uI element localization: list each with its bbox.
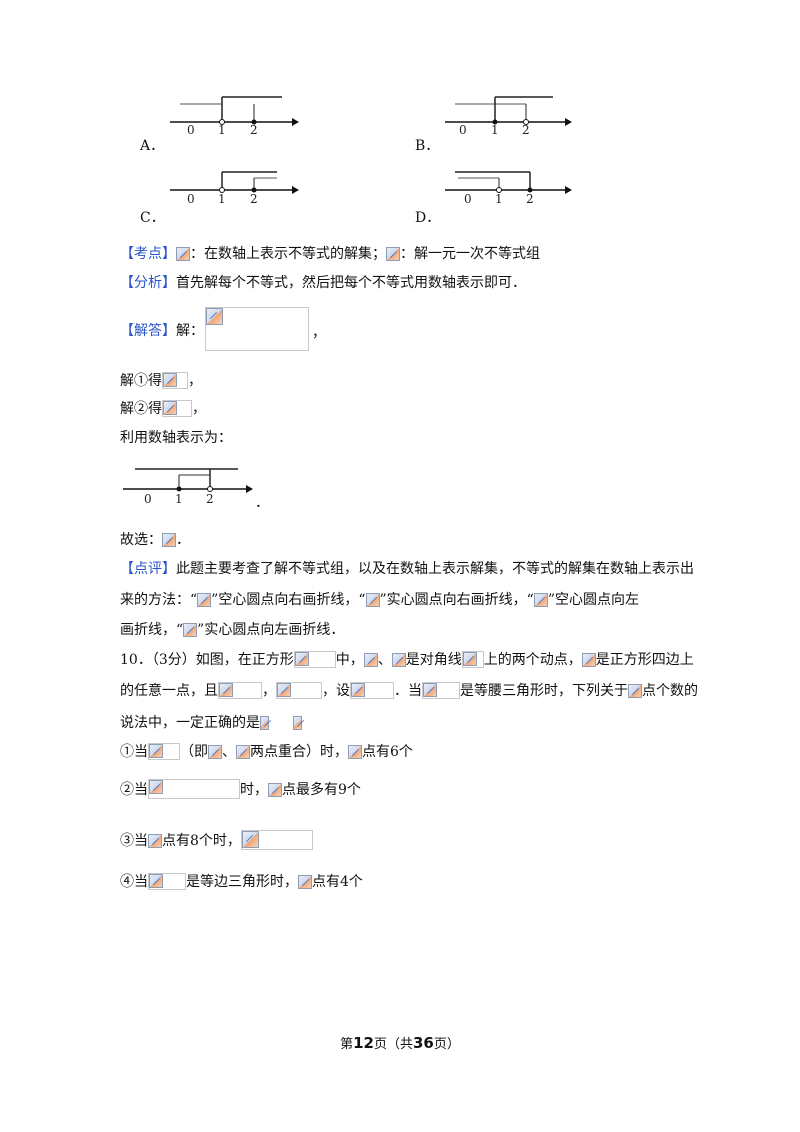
fenxi-line: 【分析】首先解每个不等式，然后把每个不等式用数轴表示即可． bbox=[120, 275, 526, 291]
option-c-label[interactable]: C． bbox=[140, 210, 165, 226]
q10-line-3: 说法中，一定正确的是 bbox=[120, 712, 302, 734]
tick-label: 0 bbox=[459, 123, 467, 135]
option-c-number-line: 0 1 2 bbox=[170, 171, 299, 206]
image-placeholder-icon bbox=[260, 716, 269, 730]
kaodian-line: 【考点】：在数轴上表示不等式的解集；：解一元一次不等式组 bbox=[120, 246, 540, 262]
formula-image bbox=[461, 651, 484, 668]
image-placeholder-icon bbox=[148, 834, 162, 848]
q10-line-1: 10．（3分）如图，在正方形中，、是对角线上的两个动点，是正方形四边上 bbox=[120, 651, 694, 668]
image-placeholder-icon bbox=[386, 247, 400, 261]
image-placeholder-icon bbox=[162, 533, 176, 547]
formula-image bbox=[162, 400, 192, 417]
tick-label: 2 bbox=[206, 492, 214, 506]
image-placeholder-icon bbox=[163, 401, 177, 415]
numberline-period: ． bbox=[255, 495, 269, 511]
image-placeholder-icon bbox=[391, 653, 406, 667]
inequality-system-image bbox=[205, 307, 309, 351]
formula-image bbox=[148, 743, 180, 760]
formula-image bbox=[218, 682, 262, 699]
image-placeholder-icon bbox=[293, 716, 302, 730]
image-placeholder-icon bbox=[208, 745, 222, 759]
tick-label: 1 bbox=[218, 192, 226, 206]
image-placeholder-icon bbox=[206, 308, 223, 325]
image-placeholder-icon bbox=[277, 683, 291, 697]
tick-label: 1 bbox=[495, 192, 503, 206]
tick-label: 2 bbox=[250, 123, 258, 135]
q10-item-2[interactable]: ②当时，点最多有9个 bbox=[120, 779, 361, 801]
image-placeholder-icon bbox=[351, 683, 365, 697]
image-placeholder-icon bbox=[423, 683, 437, 697]
image-placeholder-icon bbox=[298, 875, 312, 889]
image-placeholder-icon bbox=[241, 831, 259, 848]
tick-label: 0 bbox=[187, 192, 195, 206]
tick-label: 0 bbox=[464, 192, 472, 206]
fenxi-tag: 【分析】 bbox=[120, 275, 176, 291]
tick-label: 1 bbox=[491, 123, 499, 135]
formula-image bbox=[162, 372, 188, 389]
formula-image bbox=[350, 682, 394, 699]
option-d-number-line: 0 1 2 bbox=[445, 171, 572, 206]
option-a-number-line: 0 1 2 bbox=[170, 96, 299, 135]
image-placeholder-icon bbox=[268, 783, 282, 797]
image-placeholder-icon bbox=[197, 593, 212, 607]
kaodian-tag: 【考点】 bbox=[120, 246, 176, 262]
jieda-tag: 【解答】 bbox=[120, 323, 176, 339]
image-placeholder-icon bbox=[581, 653, 596, 667]
step1-line: 解①得， bbox=[120, 372, 202, 389]
tick-label: 2 bbox=[526, 192, 534, 206]
dianping-tag: 【点评】 bbox=[120, 561, 176, 577]
formula-image bbox=[293, 651, 336, 668]
step2-line: 解②得， bbox=[120, 400, 206, 417]
option-a-label[interactable]: A． bbox=[140, 138, 165, 154]
tick-label: 2 bbox=[522, 123, 530, 135]
image-placeholder-icon bbox=[183, 623, 198, 637]
tick-label: 1 bbox=[175, 492, 183, 506]
dianping-line-1: 【点评】此题主要考查了解不等式组，以及在数轴上表示解集，不等式的解集在数轴上表示… bbox=[120, 561, 694, 577]
formula-image bbox=[240, 830, 313, 850]
solution-number-line: 0 1 2 bbox=[123, 468, 253, 506]
total-pages: 36 bbox=[413, 1034, 434, 1052]
dianping-line-3: 画折线，“”实心圆点向左画折线． bbox=[120, 622, 345, 638]
jieda-comma: ， bbox=[312, 325, 326, 341]
image-placeholder-icon bbox=[294, 652, 309, 666]
option-d-label[interactable]: D． bbox=[415, 210, 441, 226]
tick-label: 0 bbox=[187, 123, 195, 135]
jieda-line: 【解答】解： bbox=[120, 323, 204, 339]
image-placeholder-icon bbox=[365, 593, 380, 607]
page-footer: 第12页（共36页） bbox=[340, 1034, 460, 1052]
image-placeholder-icon bbox=[219, 683, 233, 697]
q10-item-1[interactable]: ①当（即、两点重合）时，点有6个 bbox=[120, 743, 413, 760]
q10-item-3[interactable]: ③当点有8个时， bbox=[120, 830, 313, 852]
dianping-line-2: 来的方法：“”空心圆点向右画折线，“”实心圆点向右画折线，“”空心圆点向左 bbox=[120, 592, 639, 608]
image-placeholder-icon bbox=[363, 653, 378, 667]
guxuan-line: 故选：． bbox=[120, 532, 190, 548]
page-number: 12 bbox=[353, 1034, 374, 1052]
q10-line-2: 的任意一点，且，，设．当是等腰三角形时，下列关于点个数的 bbox=[120, 682, 698, 699]
formula-image bbox=[148, 779, 240, 799]
image-placeholder-icon bbox=[149, 744, 163, 758]
image-placeholder-icon bbox=[628, 684, 642, 698]
formula-image bbox=[148, 873, 186, 890]
image-placeholder-icon bbox=[176, 247, 190, 261]
image-placeholder-icon bbox=[348, 745, 362, 759]
q10-item-4[interactable]: ④当是等边三角形时，点有4个 bbox=[120, 873, 363, 890]
image-placeholder-icon bbox=[236, 745, 250, 759]
formula-image bbox=[276, 682, 322, 699]
option-b-label[interactable]: B． bbox=[415, 138, 440, 154]
numberline-text: 利用数轴表示为： bbox=[120, 430, 232, 446]
image-placeholder-icon bbox=[462, 652, 477, 666]
tick-label: 0 bbox=[144, 492, 152, 506]
image-placeholder-icon bbox=[149, 874, 163, 888]
image-placeholder-icon bbox=[149, 780, 163, 794]
formula-image bbox=[422, 682, 460, 699]
tick-label: 2 bbox=[250, 192, 258, 206]
image-placeholder-icon bbox=[163, 373, 177, 387]
tick-label: 1 bbox=[218, 123, 226, 135]
option-b-number-line: 0 1 2 bbox=[445, 96, 572, 135]
image-placeholder-icon bbox=[533, 593, 548, 607]
